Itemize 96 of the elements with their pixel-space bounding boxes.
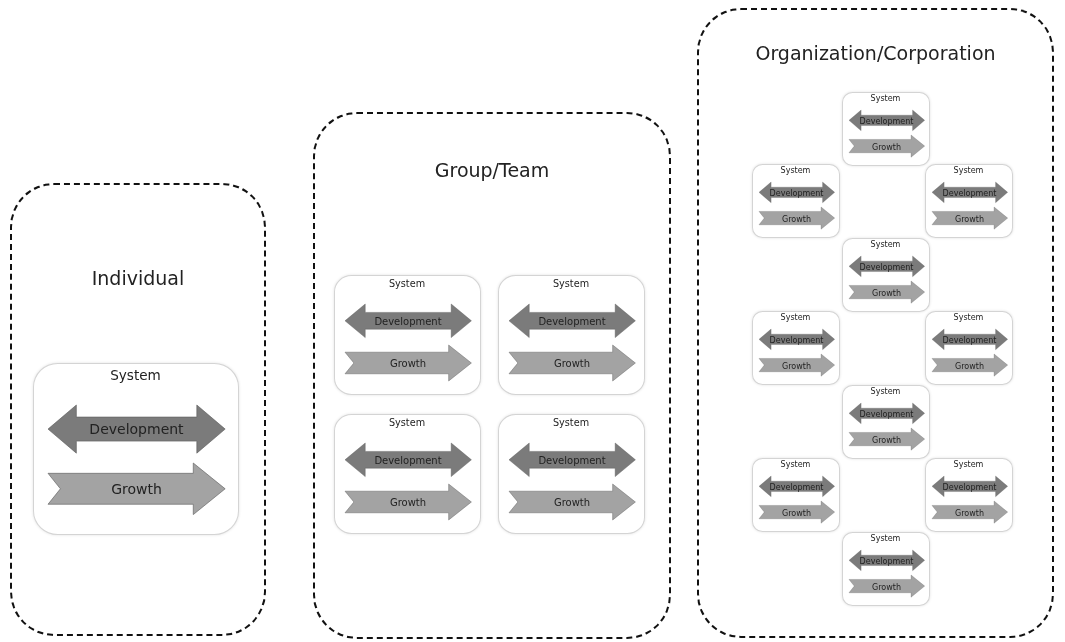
double-headed-banner bbox=[758, 182, 835, 203]
arrow-label: Development bbox=[941, 335, 998, 345]
system-label: System bbox=[779, 459, 812, 469]
arrow-label: Growth bbox=[954, 361, 985, 370]
arrow-label: Development bbox=[858, 116, 915, 126]
chevron-banner bbox=[344, 484, 472, 521]
chevron-banner bbox=[508, 345, 636, 382]
double-headed-banner bbox=[758, 329, 835, 350]
arrow-label: Development bbox=[373, 454, 443, 466]
chevron-banner bbox=[931, 354, 1008, 377]
system-card bbox=[497, 274, 645, 395]
double-headed-banner bbox=[848, 403, 925, 424]
system-label: System bbox=[869, 386, 902, 396]
chevron-banner bbox=[931, 207, 1008, 230]
system-card bbox=[841, 384, 930, 459]
arrow-label: Growth bbox=[954, 508, 985, 517]
dashed-group-frame bbox=[313, 112, 671, 639]
chevron-banner bbox=[47, 463, 226, 515]
chevron-banner bbox=[344, 345, 472, 382]
system-label: System bbox=[109, 366, 162, 383]
chevron-banner bbox=[758, 354, 835, 377]
system-card bbox=[751, 457, 840, 532]
chevron-banner bbox=[931, 501, 1008, 524]
system-card bbox=[841, 531, 930, 606]
double-headed-banner bbox=[344, 304, 472, 338]
chevron-banner bbox=[848, 575, 925, 598]
arrow-label: Growth bbox=[954, 214, 985, 223]
dashed-group-frame bbox=[10, 183, 266, 636]
chevron-banner bbox=[848, 281, 925, 304]
double-headed-banner bbox=[931, 182, 1008, 203]
arrow-label: Growth bbox=[552, 496, 592, 508]
chevron-banner bbox=[848, 428, 925, 451]
arrow-label: Development bbox=[537, 454, 607, 466]
double-headed-banner bbox=[848, 256, 925, 277]
system-label: System bbox=[779, 165, 812, 175]
system-card bbox=[751, 163, 840, 238]
arrow-label: Development bbox=[941, 188, 998, 198]
system-card bbox=[751, 310, 840, 385]
system-label: System bbox=[869, 93, 902, 103]
arrow-label: Development bbox=[768, 188, 825, 198]
chevron-banner bbox=[848, 135, 925, 158]
system-card bbox=[841, 237, 930, 312]
double-headed-banner bbox=[931, 329, 1008, 350]
double-headed-banner bbox=[931, 476, 1008, 497]
system-label: System bbox=[869, 533, 902, 543]
system-card bbox=[841, 91, 930, 166]
arrow-label: Growth bbox=[781, 361, 812, 370]
arrow-label: Growth bbox=[781, 508, 812, 517]
dashed-group-frame bbox=[697, 8, 1054, 638]
arrow-label: Growth bbox=[388, 496, 428, 508]
double-headed-banner bbox=[848, 550, 925, 571]
double-headed-banner bbox=[758, 476, 835, 497]
system-card bbox=[333, 274, 481, 395]
system-label: System bbox=[869, 239, 902, 249]
arrow-label: Growth bbox=[110, 481, 163, 498]
arrow-label: Development bbox=[537, 315, 607, 327]
arrow-label: Development bbox=[858, 556, 915, 566]
group-heading: Individual bbox=[91, 267, 185, 289]
arrow-label: Development bbox=[858, 409, 915, 419]
arrow-label: Growth bbox=[871, 435, 902, 444]
arrow-label: Growth bbox=[871, 582, 902, 591]
group-heading: Organization/Corporation bbox=[755, 42, 996, 64]
arrow-label: Development bbox=[941, 482, 998, 492]
arrow-label: Development bbox=[768, 482, 825, 492]
chevron-banner bbox=[508, 484, 636, 521]
arrow-label: Development bbox=[768, 335, 825, 345]
system-label: System bbox=[952, 312, 985, 322]
system-label: System bbox=[387, 416, 427, 428]
double-headed-banner bbox=[848, 110, 925, 131]
system-label: System bbox=[387, 277, 427, 289]
system-card bbox=[924, 310, 1013, 385]
system-card bbox=[924, 163, 1013, 238]
system-card bbox=[32, 362, 239, 535]
arrow-label: Growth bbox=[781, 214, 812, 223]
system-card bbox=[497, 413, 645, 534]
chevron-banner bbox=[758, 207, 835, 230]
arrow-label: Growth bbox=[388, 357, 428, 369]
arrow-label: Growth bbox=[871, 142, 902, 151]
double-headed-banner bbox=[47, 404, 226, 453]
double-headed-banner bbox=[508, 304, 636, 338]
arrow-label: Development bbox=[373, 315, 443, 327]
arrow-label: Growth bbox=[552, 357, 592, 369]
system-label: System bbox=[952, 459, 985, 469]
system-label: System bbox=[952, 165, 985, 175]
arrow-label: Development bbox=[858, 262, 915, 272]
group-heading: Group/Team bbox=[434, 159, 550, 181]
system-label: System bbox=[779, 312, 812, 322]
arrow-label: Development bbox=[88, 420, 185, 437]
system-label: System bbox=[551, 416, 591, 428]
double-headed-banner bbox=[344, 443, 472, 477]
system-card bbox=[333, 413, 481, 534]
arrow-label: Growth bbox=[871, 288, 902, 297]
double-headed-banner bbox=[508, 443, 636, 477]
system-label: System bbox=[551, 277, 591, 289]
system-card bbox=[924, 457, 1013, 532]
chevron-banner bbox=[758, 501, 835, 524]
